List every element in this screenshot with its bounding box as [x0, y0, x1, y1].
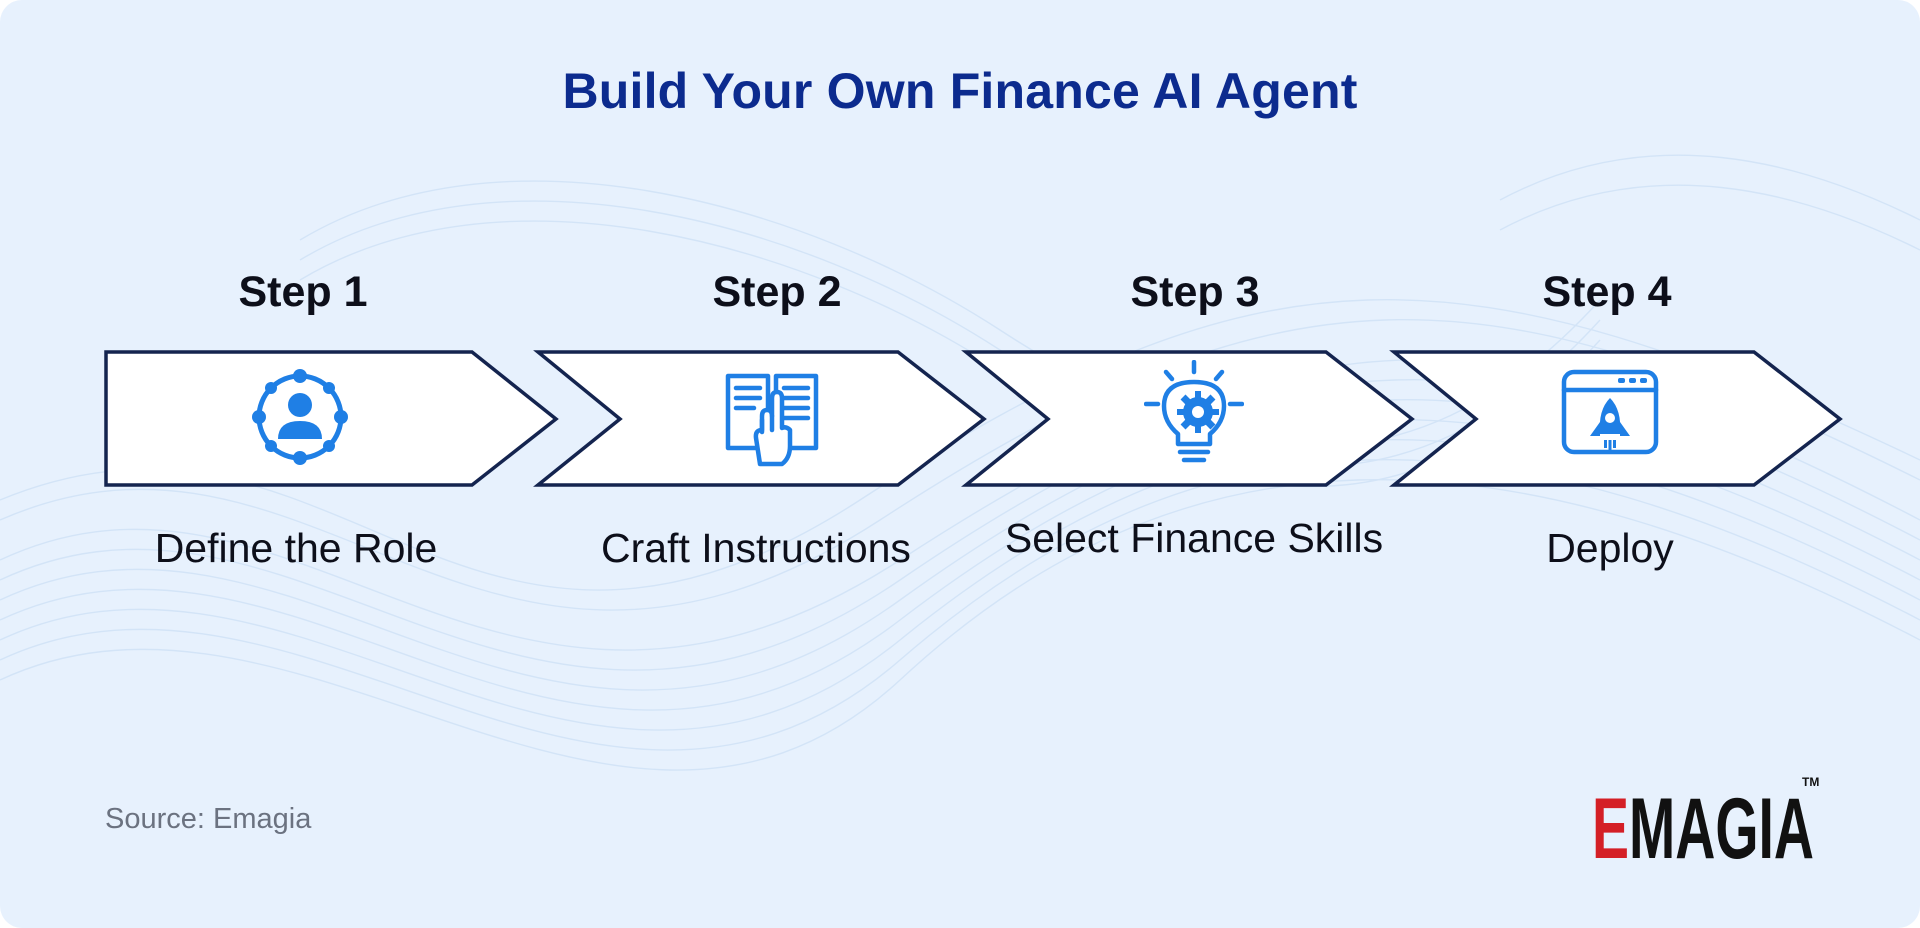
step-1-arrow — [104, 350, 559, 487]
svg-text:TM: TM — [1802, 775, 1819, 789]
person-network-icon — [252, 369, 348, 465]
emagia-logo: EMAGIA TM — [1592, 775, 1819, 870]
page-title: Build Your Own Finance AI Agent — [562, 63, 1358, 119]
step-3-label: Step 3 — [1130, 268, 1260, 316]
svg-text:EMAGIA: EMAGIA — [1592, 781, 1814, 870]
rocket-window-icon — [1561, 369, 1659, 455]
step-1-label: Step 1 — [238, 268, 368, 316]
source-note: Source: Emagia — [105, 803, 312, 835]
step-2-label: Step 2 — [712, 268, 842, 316]
step-4-description: Deploy — [1546, 525, 1674, 571]
instruction-book-hand-icon — [725, 373, 819, 467]
lightbulb-gear-icon — [1144, 360, 1244, 463]
step-1-description: Define the Role — [154, 525, 438, 571]
step-2-description: Craft Instructions — [601, 525, 911, 571]
step-3-description: Select Finance Skills — [1004, 515, 1384, 561]
step-4-label: Step 4 — [1542, 268, 1672, 316]
